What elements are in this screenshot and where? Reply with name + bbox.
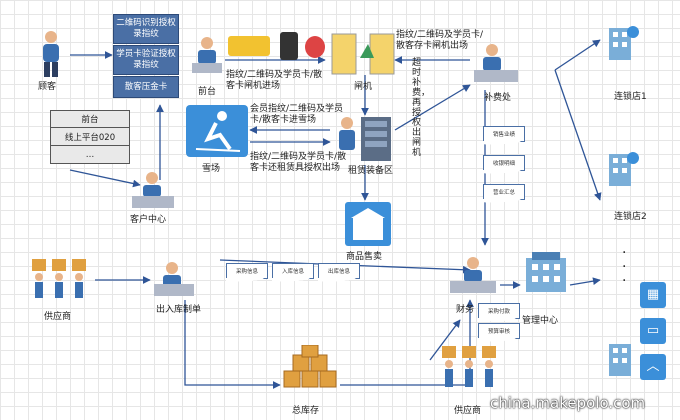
phone-qr-icon bbox=[280, 32, 298, 60]
customer-label: 顾客 bbox=[38, 82, 57, 92]
back-to-top-button[interactable]: ︿ bbox=[640, 354, 666, 380]
supplement-label: 补费处 bbox=[484, 93, 512, 103]
watermark: china.makepolo.com bbox=[490, 394, 646, 412]
doc-cashier: 收银明细 bbox=[483, 155, 525, 174]
chain-store-2-icon bbox=[609, 152, 639, 186]
ellipsis-dot-1: · bbox=[622, 245, 627, 261]
chain-2-label: 连锁店2 bbox=[614, 212, 647, 222]
qr-code-icon: ▦ bbox=[646, 287, 660, 302]
supplier-bottom-label: 供应商 bbox=[454, 406, 482, 416]
fingerprint-icon bbox=[305, 36, 325, 58]
management-building-icon bbox=[526, 252, 566, 292]
to-ski-label: 会员指纹/二维码及学员卡/散客卡进雪场 bbox=[250, 104, 344, 125]
ski-return-label: 指纹/二维码及学员卡/散客卡还租赁具授权出场 bbox=[250, 152, 347, 173]
online-platform-box: 线上平台020 bbox=[50, 128, 130, 146]
goods-label: 商品售卖 bbox=[346, 252, 383, 262]
ski-field-icon bbox=[186, 105, 248, 157]
management-label: 管理中心 bbox=[522, 316, 559, 326]
finance-label: 财务 bbox=[456, 305, 475, 315]
ellipsis-dot-3: · bbox=[622, 273, 627, 289]
chain-1-label: 连锁店1 bbox=[614, 92, 647, 102]
chevron-up-icon: ︿ bbox=[646, 359, 660, 374]
doc-purchase-info: 采购信息 bbox=[226, 263, 268, 282]
goods-store-icon bbox=[345, 202, 391, 246]
customer-person-icon bbox=[43, 31, 59, 77]
supplement-clerk-icon bbox=[474, 44, 518, 82]
chain-store-1-icon bbox=[609, 26, 639, 60]
warehouse-boxes-icon bbox=[283, 345, 337, 388]
finance-icon bbox=[450, 257, 496, 293]
doc-purchase-payment: 采购付款 bbox=[478, 303, 520, 322]
rental-label: 租赁装备区 bbox=[348, 166, 394, 176]
customer-center-label: 客户中心 bbox=[130, 215, 167, 225]
doc-sales: 销售业绩 bbox=[483, 126, 525, 145]
front-desk-channel-box: 前台 bbox=[50, 110, 130, 128]
ellipsis-dot-2: · bbox=[622, 259, 627, 275]
supplier-bottom-icon bbox=[442, 346, 496, 387]
student-card-auth-box: 学员卡验证授权录指纹 bbox=[113, 45, 179, 75]
qr-code-side-button[interactable]: ▦ bbox=[640, 282, 666, 308]
more-channels-box: … bbox=[50, 146, 130, 164]
supplier-top-label: 供应商 bbox=[44, 312, 72, 322]
doc-inbound-info: 入库信息 bbox=[272, 263, 314, 282]
top-exit-label: 指纹/二维码及学员卡/散客存卡闸机出场 bbox=[396, 30, 484, 51]
front-to-gate-label: 指纹/二维码及学员卡/散客卡闸机进场 bbox=[226, 70, 323, 91]
gate-icon bbox=[331, 33, 395, 75]
warehouse-form-label: 出入库制单 bbox=[156, 305, 202, 315]
rental-equipment-icon bbox=[339, 117, 391, 161]
deposit-card-box: 散客压金卡 bbox=[113, 76, 179, 98]
ski-field-label: 雪场 bbox=[202, 164, 221, 174]
chain-store-3-icon bbox=[609, 344, 631, 376]
chat-side-button[interactable]: ▭ bbox=[640, 318, 666, 344]
doc-budget-review: 预算审核 bbox=[478, 323, 520, 342]
card-icon bbox=[228, 36, 270, 56]
chat-icon: ▭ bbox=[646, 323, 660, 338]
supplier-top-icon bbox=[32, 259, 86, 298]
doc-summary: 营业汇总 bbox=[483, 184, 525, 203]
warehouse-form-icon bbox=[154, 262, 194, 296]
front-desk-label: 前台 bbox=[198, 87, 217, 97]
qr-auth-box: 二维码识别授权录指纹 bbox=[113, 14, 179, 44]
doc-outbound-info: 出库信息 bbox=[318, 263, 360, 282]
warehouse-label: 总库存 bbox=[292, 406, 320, 416]
front-desk-clerk-icon bbox=[192, 37, 222, 73]
gate-label: 闸机 bbox=[354, 82, 373, 92]
overtime-label: 超时补费，再授权出闸机 bbox=[412, 58, 431, 158]
customer-center-icon bbox=[132, 172, 174, 208]
